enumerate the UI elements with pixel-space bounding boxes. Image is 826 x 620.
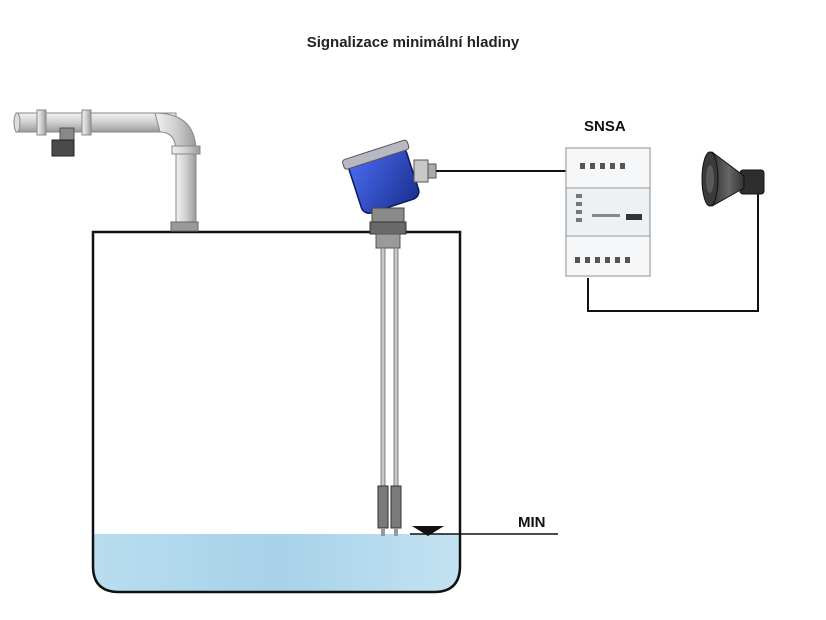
min-level-marker xyxy=(410,526,558,536)
controller-label: SNSA xyxy=(584,118,626,135)
wiring xyxy=(436,170,759,312)
valve-icon xyxy=(51,127,75,157)
diagram-title: Signalizace minimální hladiny xyxy=(306,34,520,51)
relay-module-icon xyxy=(565,147,651,277)
min-level-label: MIN xyxy=(518,514,546,531)
tank xyxy=(91,230,462,594)
level-sensor-icon xyxy=(342,139,437,249)
water-fill xyxy=(93,534,460,592)
horn-speaker-icon xyxy=(701,151,765,207)
inlet-pipe xyxy=(13,109,201,232)
sensor-electrodes xyxy=(377,247,402,536)
